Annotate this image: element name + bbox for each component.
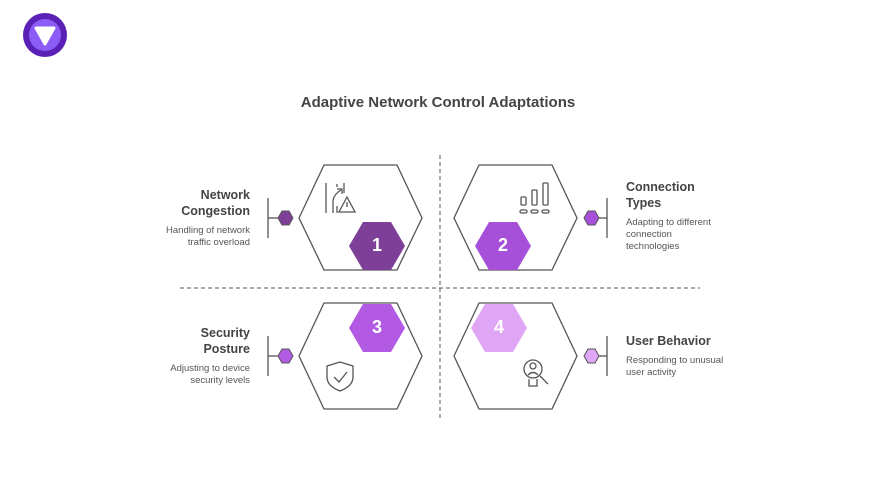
- item-security-posture: Security Posture Adjusting to device sec…: [100, 325, 250, 387]
- item-heading: Connection Types: [626, 180, 695, 210]
- badge-hexagon-1: [349, 222, 405, 270]
- item-description: Responding to unusual user activity: [626, 355, 724, 378]
- connector-dot-1: [277, 210, 294, 226]
- step-number-4: 4: [493, 317, 504, 337]
- item-heading: Security Posture: [200, 326, 250, 356]
- step-number-1: 1: [371, 235, 382, 255]
- hexagon-1: [298, 164, 423, 271]
- item-network-congestion: Network Congestion Handling of network t…: [100, 187, 250, 249]
- item-connection-types: Connection Types Adapting to different c…: [626, 179, 776, 253]
- hexagon-2: [453, 164, 578, 271]
- logo-icon: [23, 13, 67, 57]
- badge-hexagon-4: [471, 304, 527, 352]
- item-description: Adjusting to device security levels: [170, 363, 250, 386]
- page-title: Adaptive Network Control Adaptations: [300, 94, 576, 111]
- hexagon-4: [453, 302, 578, 410]
- badge-hexagon-3: [349, 304, 405, 352]
- connector-dot-2: [583, 210, 600, 226]
- signal-bars-icon: [519, 182, 550, 214]
- item-heading: Network Congestion: [181, 188, 250, 218]
- shield-check-icon: [326, 361, 354, 392]
- connector-dot-3: [277, 348, 294, 364]
- step-number-3: 3: [371, 317, 382, 337]
- item-description: Handling of network traffic overload: [166, 225, 250, 248]
- connector-dot-4: [583, 348, 600, 364]
- badge-hexagon-2: [475, 222, 531, 270]
- step-number-2: 2: [497, 235, 508, 255]
- item-user-behavior: User Behavior Responding to unusual user…: [626, 333, 776, 379]
- traffic-warning-icon: [325, 183, 357, 213]
- hexagon-3: [298, 302, 423, 410]
- item-heading: User Behavior: [626, 334, 711, 348]
- item-description: Adapting to different connection technol…: [626, 217, 711, 252]
- user-search-icon: [523, 359, 549, 387]
